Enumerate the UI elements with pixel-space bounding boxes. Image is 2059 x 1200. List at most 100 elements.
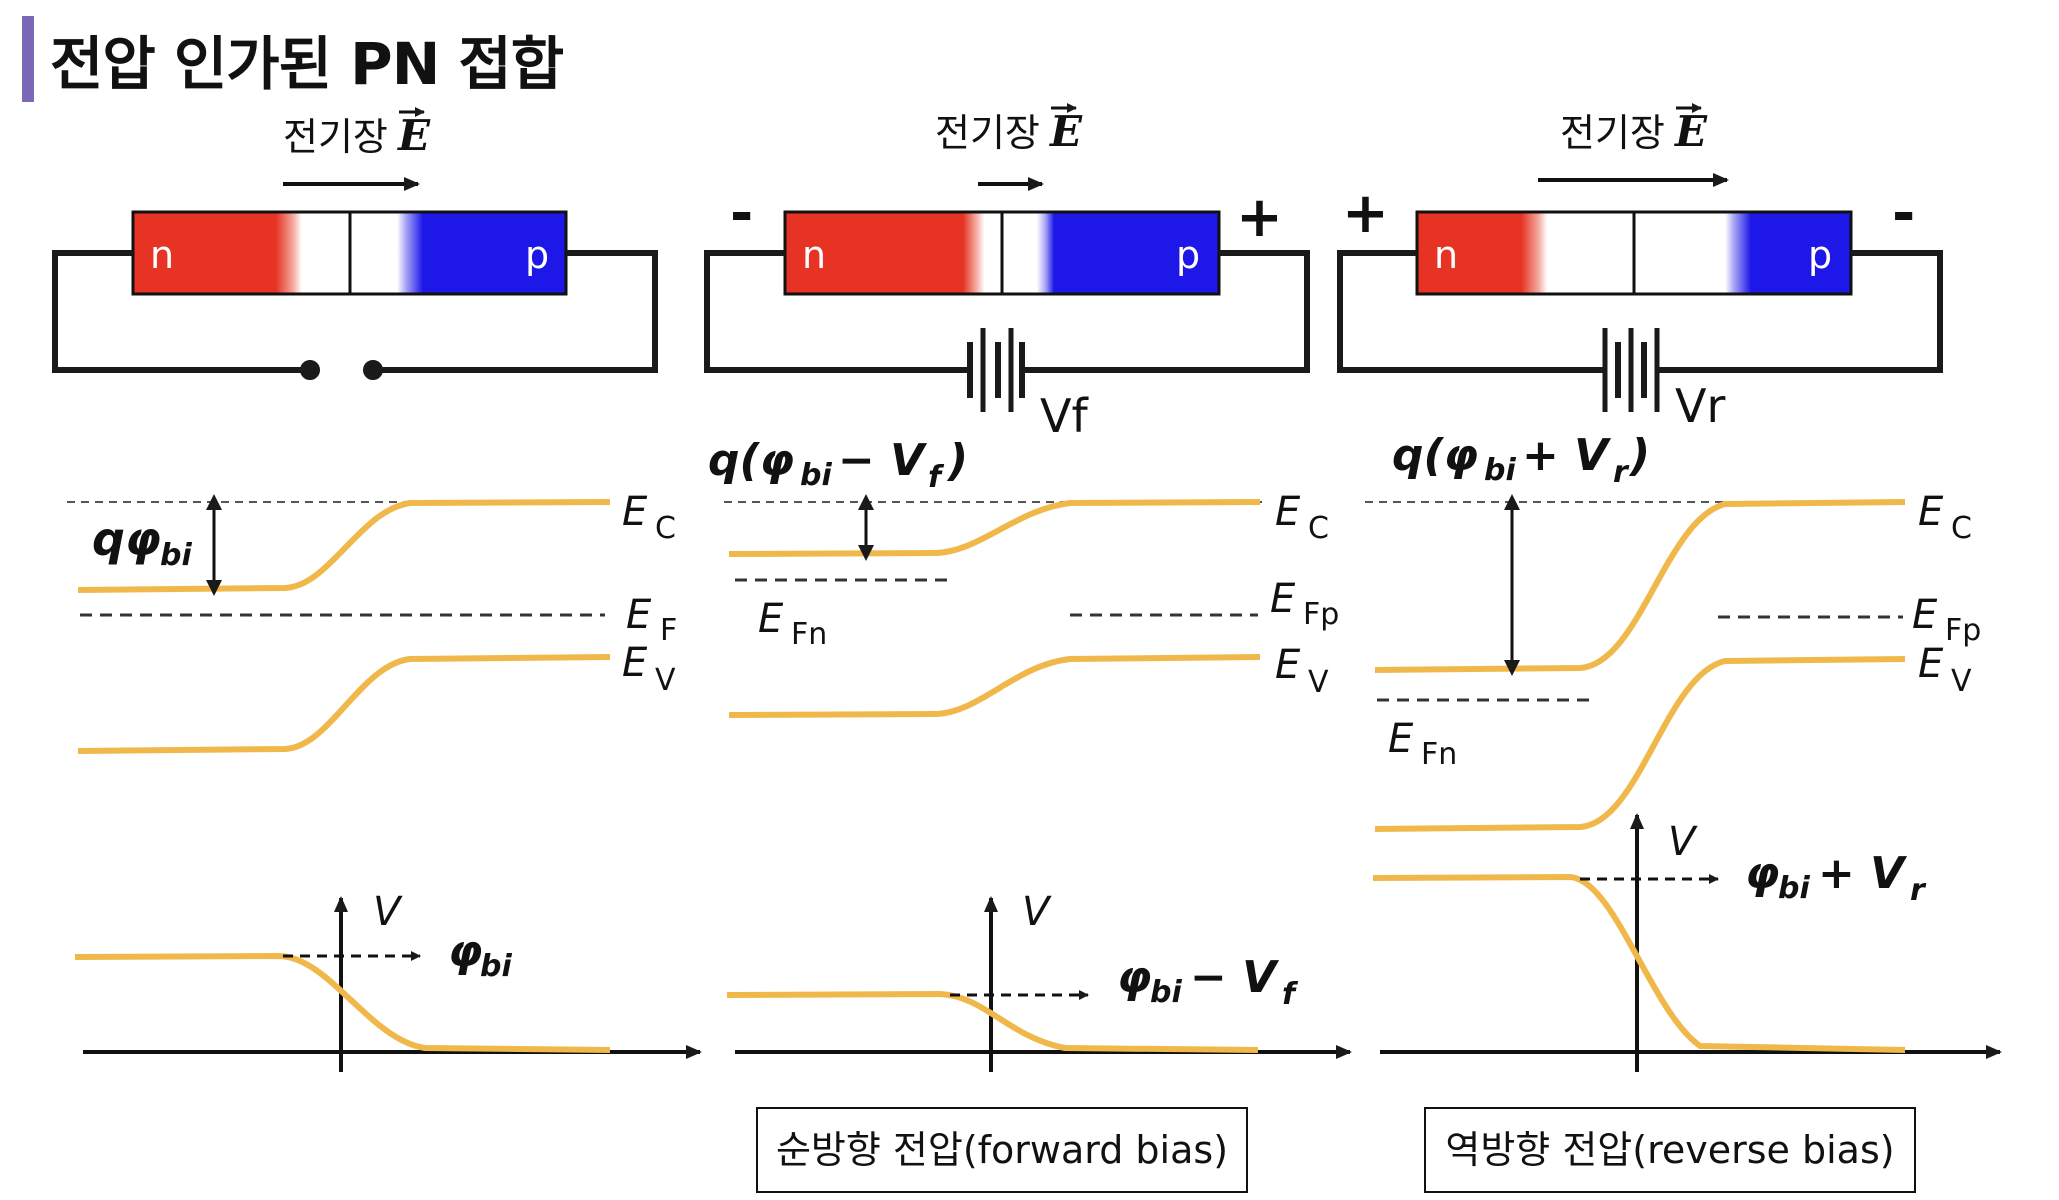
- potential-curve: [726, 990, 1259, 1053]
- svg-text:전기장: 전기장: [935, 111, 1040, 155]
- circuit-wire: [52, 250, 658, 380]
- forward-bias-caption: 순방향 전압(forward bias): [756, 1107, 1248, 1193]
- svg-text:E: E: [626, 592, 652, 638]
- svg-text:− V: − V: [1190, 952, 1279, 1003]
- circuit-wire: [704, 250, 1310, 373]
- title-text: 전압 인가된 PN 접합: [50, 30, 564, 98]
- svg-text:전기장: 전기장: [1560, 111, 1665, 155]
- svg-text:Fn: Fn: [1421, 737, 1457, 772]
- pn-bar: n p: [783, 210, 1221, 296]
- svg-text:q(φ: q(φ: [1392, 430, 1478, 481]
- svg-text:): ): [1628, 430, 1650, 481]
- svg-text:C: C: [1951, 511, 1972, 546]
- minus-sign: -: [1892, 181, 1915, 246]
- valence-band: [1374, 656, 1906, 832]
- svg-text:qφ: qφ: [92, 512, 161, 566]
- svg-text:φ: φ: [1745, 848, 1779, 899]
- svg-text:F: F: [660, 613, 677, 648]
- battery-icon: [967, 328, 1025, 412]
- svg-text:n: n: [1434, 233, 1458, 277]
- barrier-label: q(φ bi + V r ): [1392, 430, 1650, 490]
- svg-text:V: V: [655, 663, 676, 698]
- svg-text:q(φ: q(φ: [708, 435, 794, 486]
- minus-sign: -: [730, 181, 753, 246]
- svg-text:전기장: 전기장: [283, 115, 388, 159]
- svg-text:f: f: [928, 460, 945, 495]
- svg-text:bi: bi: [800, 458, 832, 493]
- field-label: 전기장 E: [283, 107, 431, 160]
- svg-text:E: E: [1388, 716, 1414, 762]
- svg-text:f: f: [1282, 977, 1299, 1012]
- svg-text:E: E: [1270, 576, 1296, 622]
- field-label: 전기장 E: [1560, 103, 1708, 156]
- svg-text:V: V: [1308, 665, 1329, 700]
- efp-label: E Fp: [1270, 576, 1339, 632]
- svg-text:C: C: [1308, 511, 1329, 546]
- field-label: 전기장 E: [935, 103, 1083, 156]
- ev-label: E V: [1918, 641, 1972, 699]
- slide-title: 전압 인가된 PN 접합: [22, 16, 564, 102]
- potential-curve: [74, 952, 611, 1053]
- potential-curve: [1372, 873, 1906, 1053]
- svg-text:E: E: [1275, 642, 1301, 688]
- svg-text:순방향 전압(forward bias): 순방향 전압(forward bias): [776, 1128, 1228, 1172]
- v-axis-label: V: [1022, 889, 1052, 935]
- svg-text:n: n: [802, 233, 826, 277]
- conduction-band: [728, 499, 1261, 557]
- barrier-label: q(φ bi − V f ): [708, 435, 968, 495]
- svg-text:역방향 전압(reverse bias): 역방향 전압(reverse bias): [1445, 1128, 1894, 1172]
- circuit-wire: [1337, 250, 1943, 373]
- v-axis-label: V: [373, 889, 403, 935]
- svg-text:bi: bi: [1150, 975, 1182, 1010]
- svg-text:C: C: [655, 511, 676, 546]
- potential-label: φ bi: [448, 926, 512, 984]
- plus-sign: +: [1342, 181, 1389, 246]
- svg-text:bi: bi: [480, 949, 512, 984]
- svg-text:Fp: Fp: [1303, 597, 1339, 632]
- svg-text:bi: bi: [1484, 453, 1516, 488]
- valence-band: [728, 654, 1261, 718]
- ec-label: E C: [1275, 489, 1329, 546]
- pn-bar: n p: [1415, 210, 1853, 296]
- svg-text:r: r: [1910, 873, 1927, 908]
- barrier-label: qφ bi: [92, 512, 192, 573]
- svg-text:E: E: [1918, 489, 1944, 535]
- svg-text:E: E: [1049, 107, 1083, 156]
- conduction-band: [1374, 499, 1906, 673]
- vr-label: Vr: [1675, 379, 1725, 433]
- v-axis-label: V: [1668, 819, 1698, 865]
- ec-label: E C: [622, 489, 676, 546]
- svg-text:+ V: + V: [1818, 848, 1907, 899]
- svg-text:E: E: [397, 111, 431, 160]
- svg-text:bi: bi: [1778, 871, 1810, 906]
- svg-text:V: V: [1951, 664, 1972, 699]
- efn-label: E Fn: [758, 596, 827, 652]
- ef-label: E F: [626, 592, 677, 648]
- potential-label: φ bi + V r: [1745, 848, 1927, 908]
- svg-text:E: E: [622, 640, 648, 686]
- pn-bar: n p: [131, 210, 568, 296]
- ev-label: E V: [622, 640, 676, 698]
- svg-text:φ: φ: [1117, 952, 1151, 1003]
- svg-text:Fn: Fn: [791, 617, 827, 652]
- valence-band: [77, 654, 611, 754]
- svg-text:E: E: [1918, 641, 1944, 687]
- svg-text:bi: bi: [160, 538, 192, 573]
- plus-sign: +: [1236, 185, 1283, 250]
- battery-icon: [1602, 328, 1660, 412]
- ev-label: E V: [1275, 642, 1329, 700]
- svg-text:φ: φ: [448, 926, 482, 977]
- vf-label: Vf: [1040, 389, 1089, 443]
- svg-text:E: E: [1912, 592, 1938, 638]
- svg-text:): ): [946, 435, 968, 486]
- reverse-bias-caption: 역방향 전압(reverse bias): [1424, 1107, 1916, 1193]
- potential-label: φ bi − V f: [1117, 952, 1299, 1012]
- efp-label: E Fp: [1912, 592, 1981, 648]
- svg-text:n: n: [150, 233, 174, 277]
- svg-text:r: r: [1613, 455, 1630, 490]
- svg-text:E: E: [1275, 489, 1301, 535]
- svg-text:p: p: [1808, 233, 1832, 277]
- ec-label: E C: [1918, 489, 1972, 546]
- panel-equilibrium: 전기장 E n p qφ bi E C: [52, 107, 702, 1072]
